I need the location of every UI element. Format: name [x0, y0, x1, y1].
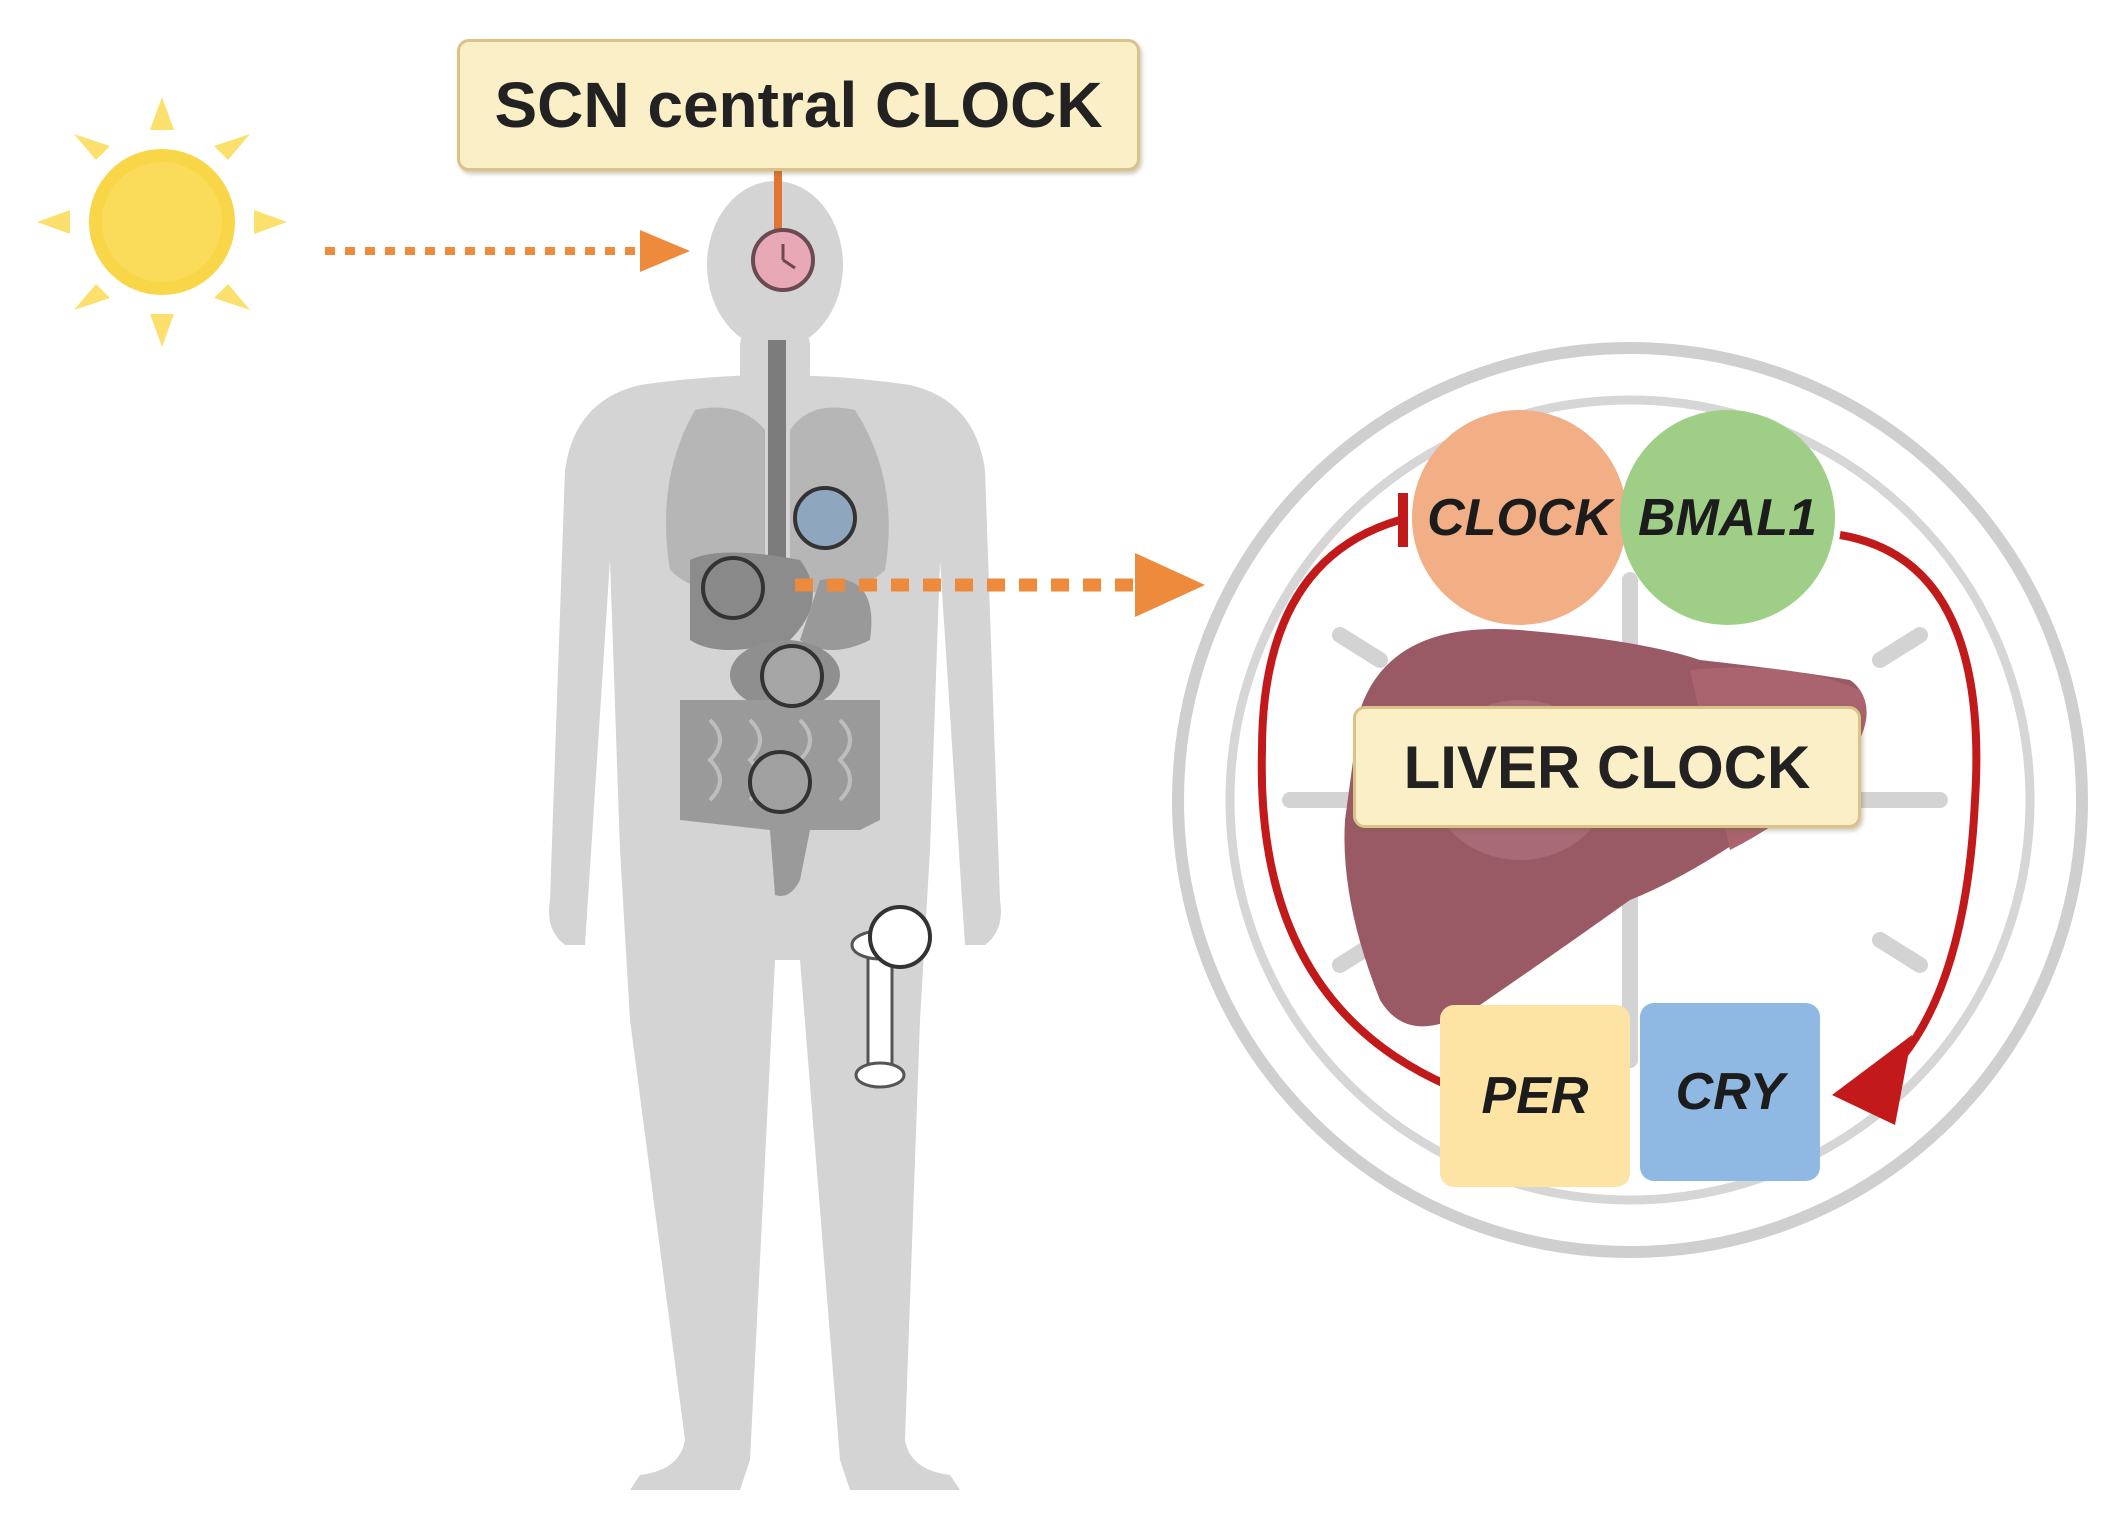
- activation-arrow: [1839, 531, 1981, 1089]
- per-gene-box: PER: [1440, 1005, 1630, 1187]
- bmal1-gene-circle: BMAL1: [1620, 410, 1835, 625]
- scn-central-clock-label: SCN central CLOCK: [457, 39, 1140, 171]
- peripheral-arrowhead: [1135, 553, 1205, 617]
- activation-arrowhead: [1832, 1035, 1912, 1125]
- cry-gene-box: CRY: [1640, 1003, 1820, 1181]
- liver-clock-label: LIVER CLOCK: [1353, 706, 1861, 828]
- organ-clock-icon: [701, 486, 932, 969]
- light-input-arrowhead: [640, 230, 690, 272]
- bone-icon: [850, 929, 910, 1089]
- brain-icon: [751, 165, 815, 292]
- sun-icon: [37, 97, 287, 347]
- feedback-loop: [1257, 493, 1981, 1089]
- repression-arrow: [1257, 516, 1449, 1089]
- clock-gene-circle: CLOCK: [1412, 410, 1627, 625]
